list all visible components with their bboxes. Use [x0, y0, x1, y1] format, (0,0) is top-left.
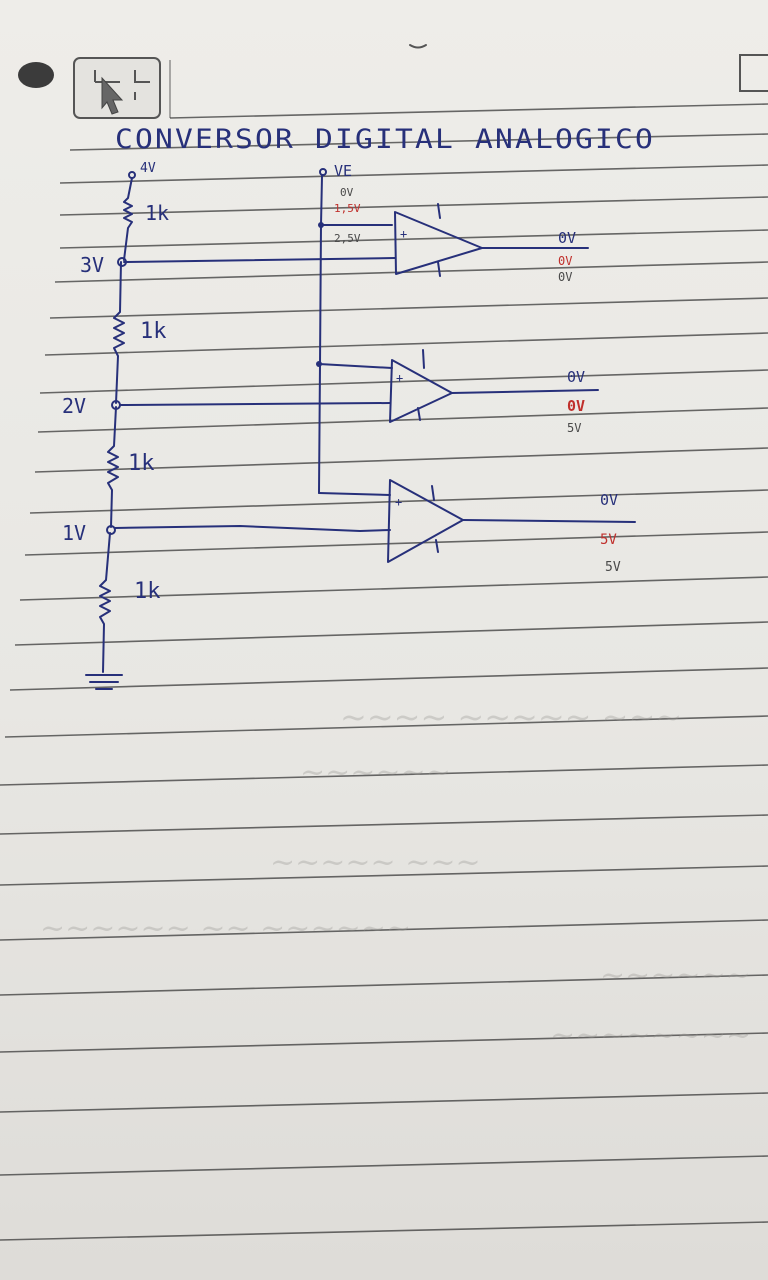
page-title: CONVERSOR DIGITAL ANALOGICO: [115, 124, 655, 155]
comparator-2-output-c: 5V: [567, 421, 581, 435]
comparator-2-output-b: 0V: [567, 397, 585, 415]
svg-text:~~~~~~: ~~~~~~: [600, 958, 751, 993]
input-value-1: 0V: [340, 186, 354, 199]
comparator-2: +: [119, 349, 599, 423]
svg-text:~~~~~ ~~~: ~~~~~ ~~~: [270, 845, 481, 880]
comparator-1: +: [123, 203, 589, 277]
comparator-3: +: [114, 479, 636, 563]
cursor-target-icon: [73, 57, 161, 119]
resistor-ladder: [85, 171, 136, 690]
input-value-2: 1,5V: [334, 202, 361, 215]
node-voltage-3v: 3V: [80, 253, 104, 277]
resistor-label-2: 1k: [140, 319, 167, 344]
resistor-label-4: 1k: [134, 579, 161, 604]
bleed-through-marks: ~~~~ ~~~~~ ~~~ ~~~~~~ ~~~~~ ~~~ ~~~~~~ ~…: [40, 698, 751, 1053]
comparator-1-output-a: 0V: [558, 229, 576, 247]
comparator-1-output-c: 0V: [558, 270, 572, 284]
comparator-1-output-b: 0V: [558, 254, 572, 268]
comparator-3-output-a: 0V: [600, 491, 618, 509]
svg-text:~~~~~~~~: ~~~~~~~~: [550, 1018, 751, 1053]
input-value-3: 2,5V: [334, 232, 361, 245]
comparator-2-output-a: 0V: [567, 368, 585, 386]
resistor-label-1: 1k: [145, 201, 169, 225]
svg-text:+: +: [400, 227, 407, 241]
input-label: VE: [334, 162, 352, 180]
resistor-label-3: 1k: [128, 451, 155, 476]
comparator-3-output-c: 5V: [605, 560, 621, 575]
pen-mark: [409, 44, 427, 49]
binder-hole: [18, 62, 54, 88]
svg-text:~~~~~~ ~~ ~~~~~~: ~~~~~~ ~~ ~~~~~~: [40, 911, 411, 946]
svg-text:+: +: [395, 495, 402, 509]
input-bus: [316, 168, 327, 494]
corner-box: [739, 54, 768, 92]
comparator-3-output-b: 5V: [600, 532, 617, 548]
svg-text:~~~~ ~~~~~ ~~~: ~~~~ ~~~~~ ~~~: [340, 698, 682, 736]
supply-label: 4V: [140, 161, 156, 176]
svg-text:~~~~~~: ~~~~~~: [300, 755, 451, 790]
ruled-lines: [0, 60, 768, 1241]
node-1v: [106, 525, 116, 535]
node-voltage-2v: 2V: [62, 394, 86, 418]
node-voltage-1v: 1V: [62, 521, 86, 545]
svg-text:+: +: [396, 371, 403, 385]
